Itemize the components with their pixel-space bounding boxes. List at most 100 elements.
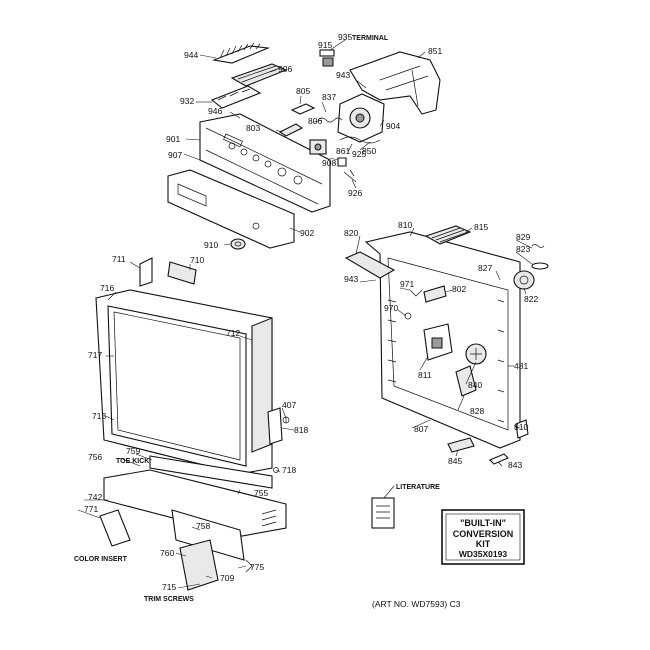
label-815: 815	[474, 222, 488, 232]
label-712: 712	[226, 328, 240, 338]
part-811-dispenser	[423, 323, 453, 361]
label-837: 837	[322, 92, 336, 102]
label-908: 908	[322, 158, 336, 168]
label-407: 407	[282, 400, 296, 410]
label-718: 718	[282, 465, 296, 475]
part-802-lever	[423, 285, 447, 303]
label-715: 715	[162, 582, 176, 592]
part-935-terminal	[319, 49, 335, 67]
kit-box-line2: CONVERSION	[453, 529, 514, 539]
part-910-knob	[230, 238, 246, 250]
label-810-top: 810	[398, 220, 412, 230]
part-907-insert	[167, 169, 295, 249]
part-literature-booklet	[371, 497, 395, 529]
part-818-hinge	[267, 407, 283, 445]
label-822: 822	[524, 294, 538, 304]
label-932: 932	[180, 96, 194, 106]
label-943-mid: 943	[344, 274, 358, 284]
label-915: 915	[318, 40, 332, 50]
label-925: 925	[352, 149, 366, 159]
label-literature: LITERATURE	[396, 484, 440, 491]
part-908-fastener	[337, 157, 347, 167]
part-759-toe-kick	[149, 455, 273, 489]
part-906-bezel	[230, 63, 288, 87]
label-906: 906	[278, 64, 292, 74]
label-color-insert: COLOR INSERT	[74, 556, 128, 563]
kit-box-line1: "BUILT-IN"	[460, 518, 506, 528]
part-904-switch	[337, 93, 385, 143]
part-775-clip	[245, 559, 253, 573]
part-806-spring	[317, 117, 343, 123]
part-815-vent	[424, 225, 472, 245]
part-971-clip	[409, 289, 423, 297]
label-toe-kick: TOE KICK	[116, 458, 149, 465]
label-802: 802	[452, 284, 466, 294]
label-845: 845	[448, 456, 462, 466]
label-861: 861	[336, 146, 350, 156]
label-904: 904	[386, 121, 400, 131]
label-716: 716	[100, 283, 114, 293]
label-910: 910	[204, 240, 218, 250]
label-828: 828	[470, 406, 484, 416]
part-810b-stop	[515, 419, 529, 439]
label-711: 711	[112, 254, 126, 264]
label-807: 807	[414, 424, 428, 434]
label-850: 850	[362, 146, 376, 156]
leader-lines	[77, 39, 533, 589]
part-805-clip	[290, 103, 316, 115]
label-709: 709	[220, 573, 234, 583]
label-901: 901	[166, 134, 180, 144]
conversion-kit-box: "BUILT-IN" CONVERSION KIT WD35X0193	[441, 509, 525, 565]
label-481: 481	[514, 361, 528, 371]
label-775: 775	[250, 562, 264, 572]
label-971: 971	[400, 279, 414, 289]
part-803-actuator	[278, 123, 304, 137]
label-944: 944	[184, 50, 198, 60]
label-trim-screws: TRIM SCREWS	[144, 596, 194, 603]
label-755: 755	[254, 488, 268, 498]
kit-box-code: WD35X0193	[459, 549, 507, 559]
label-970: 970	[384, 303, 398, 313]
part-758-kickplate	[171, 509, 245, 561]
part-901-console	[199, 113, 331, 213]
part-851-bracket	[349, 51, 441, 115]
label-902: 902	[300, 228, 314, 238]
part-970-screw	[404, 312, 412, 320]
part-820-latch	[344, 251, 396, 279]
label-843: 843	[508, 460, 522, 470]
label-771: 771	[84, 504, 98, 514]
part-944-button-strip	[211, 42, 271, 64]
label-811: 811	[418, 370, 432, 380]
label-717: 717	[88, 350, 102, 360]
label-818: 818	[294, 425, 308, 435]
kit-box-line3: KIT	[476, 539, 491, 549]
part-771-color-insert	[99, 509, 131, 547]
label-840: 840	[468, 380, 482, 390]
label-759: 759	[126, 446, 140, 456]
label-926: 926	[348, 188, 362, 198]
label-823: 823	[516, 244, 530, 254]
label-829: 829	[516, 232, 530, 242]
art-number: (ART NO. WD7593) C3	[372, 599, 461, 609]
part-843-pin	[489, 453, 509, 465]
part-712-side-channel	[251, 317, 273, 453]
label-946: 946	[208, 106, 222, 116]
part-850-wire	[339, 136, 381, 144]
part-861-timer	[309, 139, 327, 155]
label-820: 820	[344, 228, 358, 238]
label-907: 907	[168, 150, 182, 160]
label-760: 760	[160, 548, 174, 558]
label-935: 935	[338, 32, 352, 42]
part-718-screw	[273, 467, 279, 473]
label-803: 803	[246, 123, 260, 133]
label-806: 806	[308, 116, 322, 126]
label-742: 742	[88, 492, 102, 502]
part-845-bracket	[447, 437, 475, 453]
label-758: 758	[196, 521, 210, 531]
part-822-cap	[513, 270, 535, 290]
label-756: 756	[88, 452, 102, 462]
label-851: 851	[428, 46, 442, 56]
label-713: 713	[92, 411, 106, 421]
part-926-screw	[343, 169, 357, 183]
